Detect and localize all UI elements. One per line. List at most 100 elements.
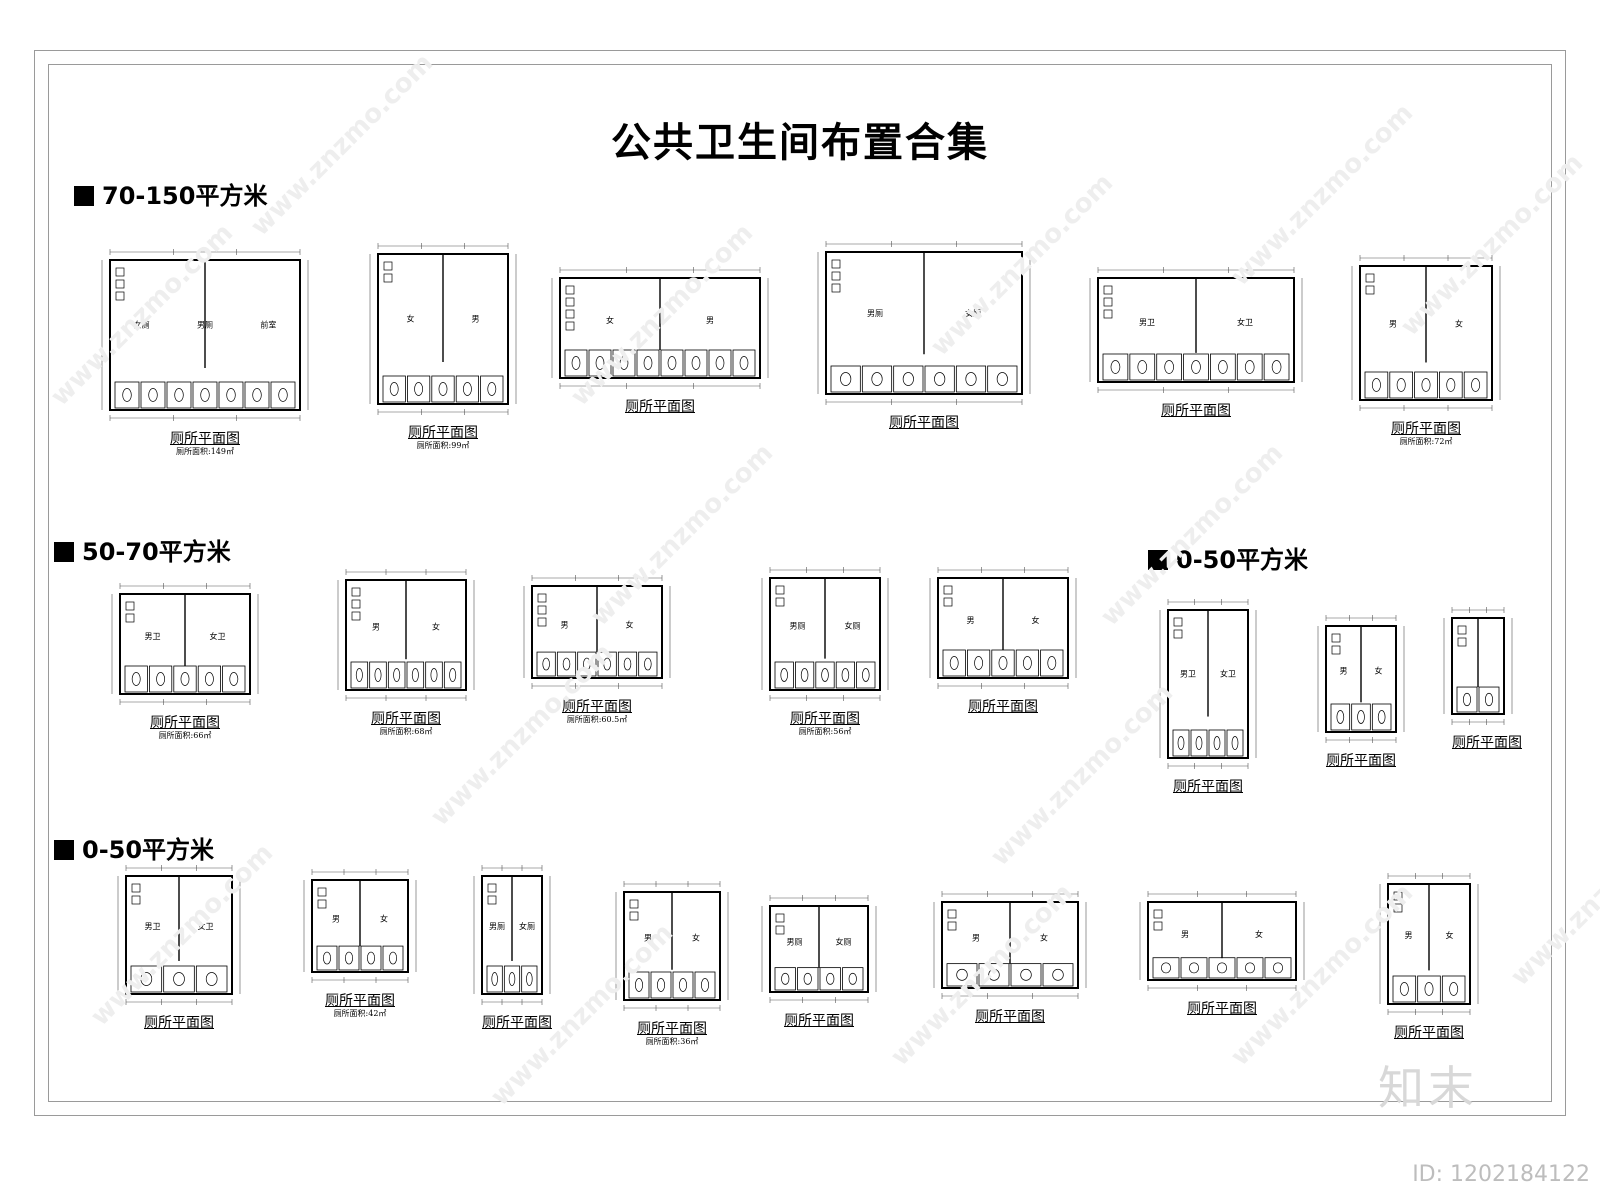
toilet-fixture	[393, 668, 401, 682]
toilet-stall	[382, 375, 406, 403]
toilet-stall	[369, 661, 387, 689]
toilet-stall	[650, 971, 672, 999]
toilet-stall	[732, 349, 756, 377]
plan-drawing: 男女	[1379, 873, 1479, 1015]
room-label: 男厕	[489, 922, 505, 931]
plan-drawing: 女男	[369, 243, 517, 415]
room-label: 男	[372, 623, 380, 632]
floor-plan: 男女厕所平面图厕所面积:36㎡	[615, 881, 729, 1046]
toilet-stall	[222, 665, 246, 693]
plan-title: 厕所平面图	[1452, 735, 1522, 751]
wash-basin	[775, 597, 785, 607]
toilet-fixture	[691, 356, 701, 370]
floor-plan: 男女厕所平面图	[933, 891, 1087, 1025]
wash-basin	[537, 617, 547, 627]
toilet-fixture	[1218, 360, 1228, 374]
toilet-fixture	[1052, 968, 1064, 981]
toilet-stall	[1441, 975, 1466, 1003]
toilet-stall	[1264, 957, 1292, 979]
toilet-stall	[480, 375, 504, 403]
wash-basin	[537, 605, 547, 615]
toilet-fixture	[623, 657, 632, 671]
toilet-stall	[694, 971, 716, 999]
plan-title: 厕所平面图	[1394, 1025, 1464, 1041]
toilet-fixture	[366, 951, 376, 965]
toilet-stall	[942, 649, 966, 677]
room-label: 男	[972, 934, 980, 943]
toilet-stall	[991, 649, 1015, 677]
floor-plan: 厕所平面图	[1443, 607, 1522, 751]
wash-basin	[565, 321, 575, 331]
toilet-fixture	[902, 372, 914, 386]
wash-basin	[487, 883, 497, 893]
dimension-lines	[1443, 607, 1513, 725]
room-label: 男卫	[1139, 318, 1155, 327]
toilet-fixture	[140, 972, 153, 986]
toilet-stall	[1208, 957, 1236, 979]
toilet-fixture	[449, 668, 457, 682]
plan-drawing: 男卫女卫	[1089, 267, 1303, 393]
toilet-fixture	[821, 668, 829, 682]
wash-basin	[383, 273, 393, 283]
room-label: 男卫	[145, 632, 161, 641]
toilet-fixture	[414, 382, 424, 396]
plan-title: 厕所平面图	[408, 425, 478, 441]
plan-drawing: 男卫女卫	[117, 865, 241, 1005]
toilet-stall	[163, 965, 195, 993]
toilet-fixture	[678, 978, 688, 992]
plan-drawing: 男女	[1351, 255, 1501, 411]
toilet-stall	[425, 661, 443, 689]
room-label: 女厕	[519, 921, 535, 931]
wash-basin	[317, 887, 327, 897]
plan-title: 厕所平面图	[170, 431, 240, 447]
toilet-fixture	[949, 656, 959, 670]
toilet-stall	[588, 349, 612, 377]
toilet-fixture	[1160, 962, 1172, 974]
dimension-lines	[929, 567, 1077, 689]
dimension-lines	[551, 267, 769, 389]
toilet-fixture	[1357, 710, 1365, 724]
toilet-fixture	[595, 356, 605, 370]
plan-drawing: 男女	[1139, 891, 1305, 991]
toilet-fixture	[1446, 378, 1456, 392]
toilet-fixture	[644, 657, 652, 671]
floor-plan: 男女厕所平面图	[1317, 615, 1405, 769]
dimension-lines	[1317, 615, 1405, 743]
plan-area: 厕所面积:99㎡	[416, 441, 470, 450]
toilet-fixture	[780, 668, 788, 682]
room-label: 女厕	[836, 937, 852, 947]
room-label: 女卫	[210, 631, 226, 641]
toilet-fixture	[803, 972, 812, 985]
floor-plan: 男厕女厕厕所平面图	[473, 865, 552, 1031]
room-label: 女	[1446, 930, 1454, 940]
toilet-fixture	[715, 356, 725, 370]
toilet-fixture	[542, 657, 550, 671]
plan-title: 厕所平面图	[150, 715, 220, 731]
wash-basin	[1103, 285, 1113, 295]
dimension-lines	[817, 241, 1031, 405]
wash-basin	[629, 899, 639, 909]
floor-plan: 女男厕所平面图厕所面积:99㎡	[369, 243, 517, 450]
floor-plan: 男女厕所平面图厕所面积:42㎡	[303, 869, 417, 1018]
dimension-lines	[337, 569, 475, 701]
toilet-stall	[556, 651, 577, 677]
toilet-stall	[1210, 353, 1236, 381]
toilet-stall	[382, 945, 404, 971]
room-label: 女	[1455, 318, 1463, 328]
toilet-fixture	[487, 382, 497, 396]
wash-basin	[351, 611, 361, 621]
toilet-fixture	[1462, 692, 1472, 707]
dimension-lines	[761, 567, 889, 701]
toilet-fixture	[840, 372, 852, 386]
toilet-stall	[360, 945, 382, 971]
wash-basin	[831, 259, 841, 269]
toilet-stall	[1172, 729, 1190, 757]
toilet-fixture	[1244, 360, 1255, 374]
wash-basin	[947, 909, 957, 919]
toilet-stall	[612, 349, 636, 377]
plan-drawing: 男女	[929, 567, 1077, 689]
toilet-fixture	[643, 356, 653, 370]
section-label: 50-70平方米	[82, 538, 231, 566]
toilet-stall	[1463, 371, 1488, 399]
plan-title: 厕所平面图	[637, 1021, 707, 1037]
